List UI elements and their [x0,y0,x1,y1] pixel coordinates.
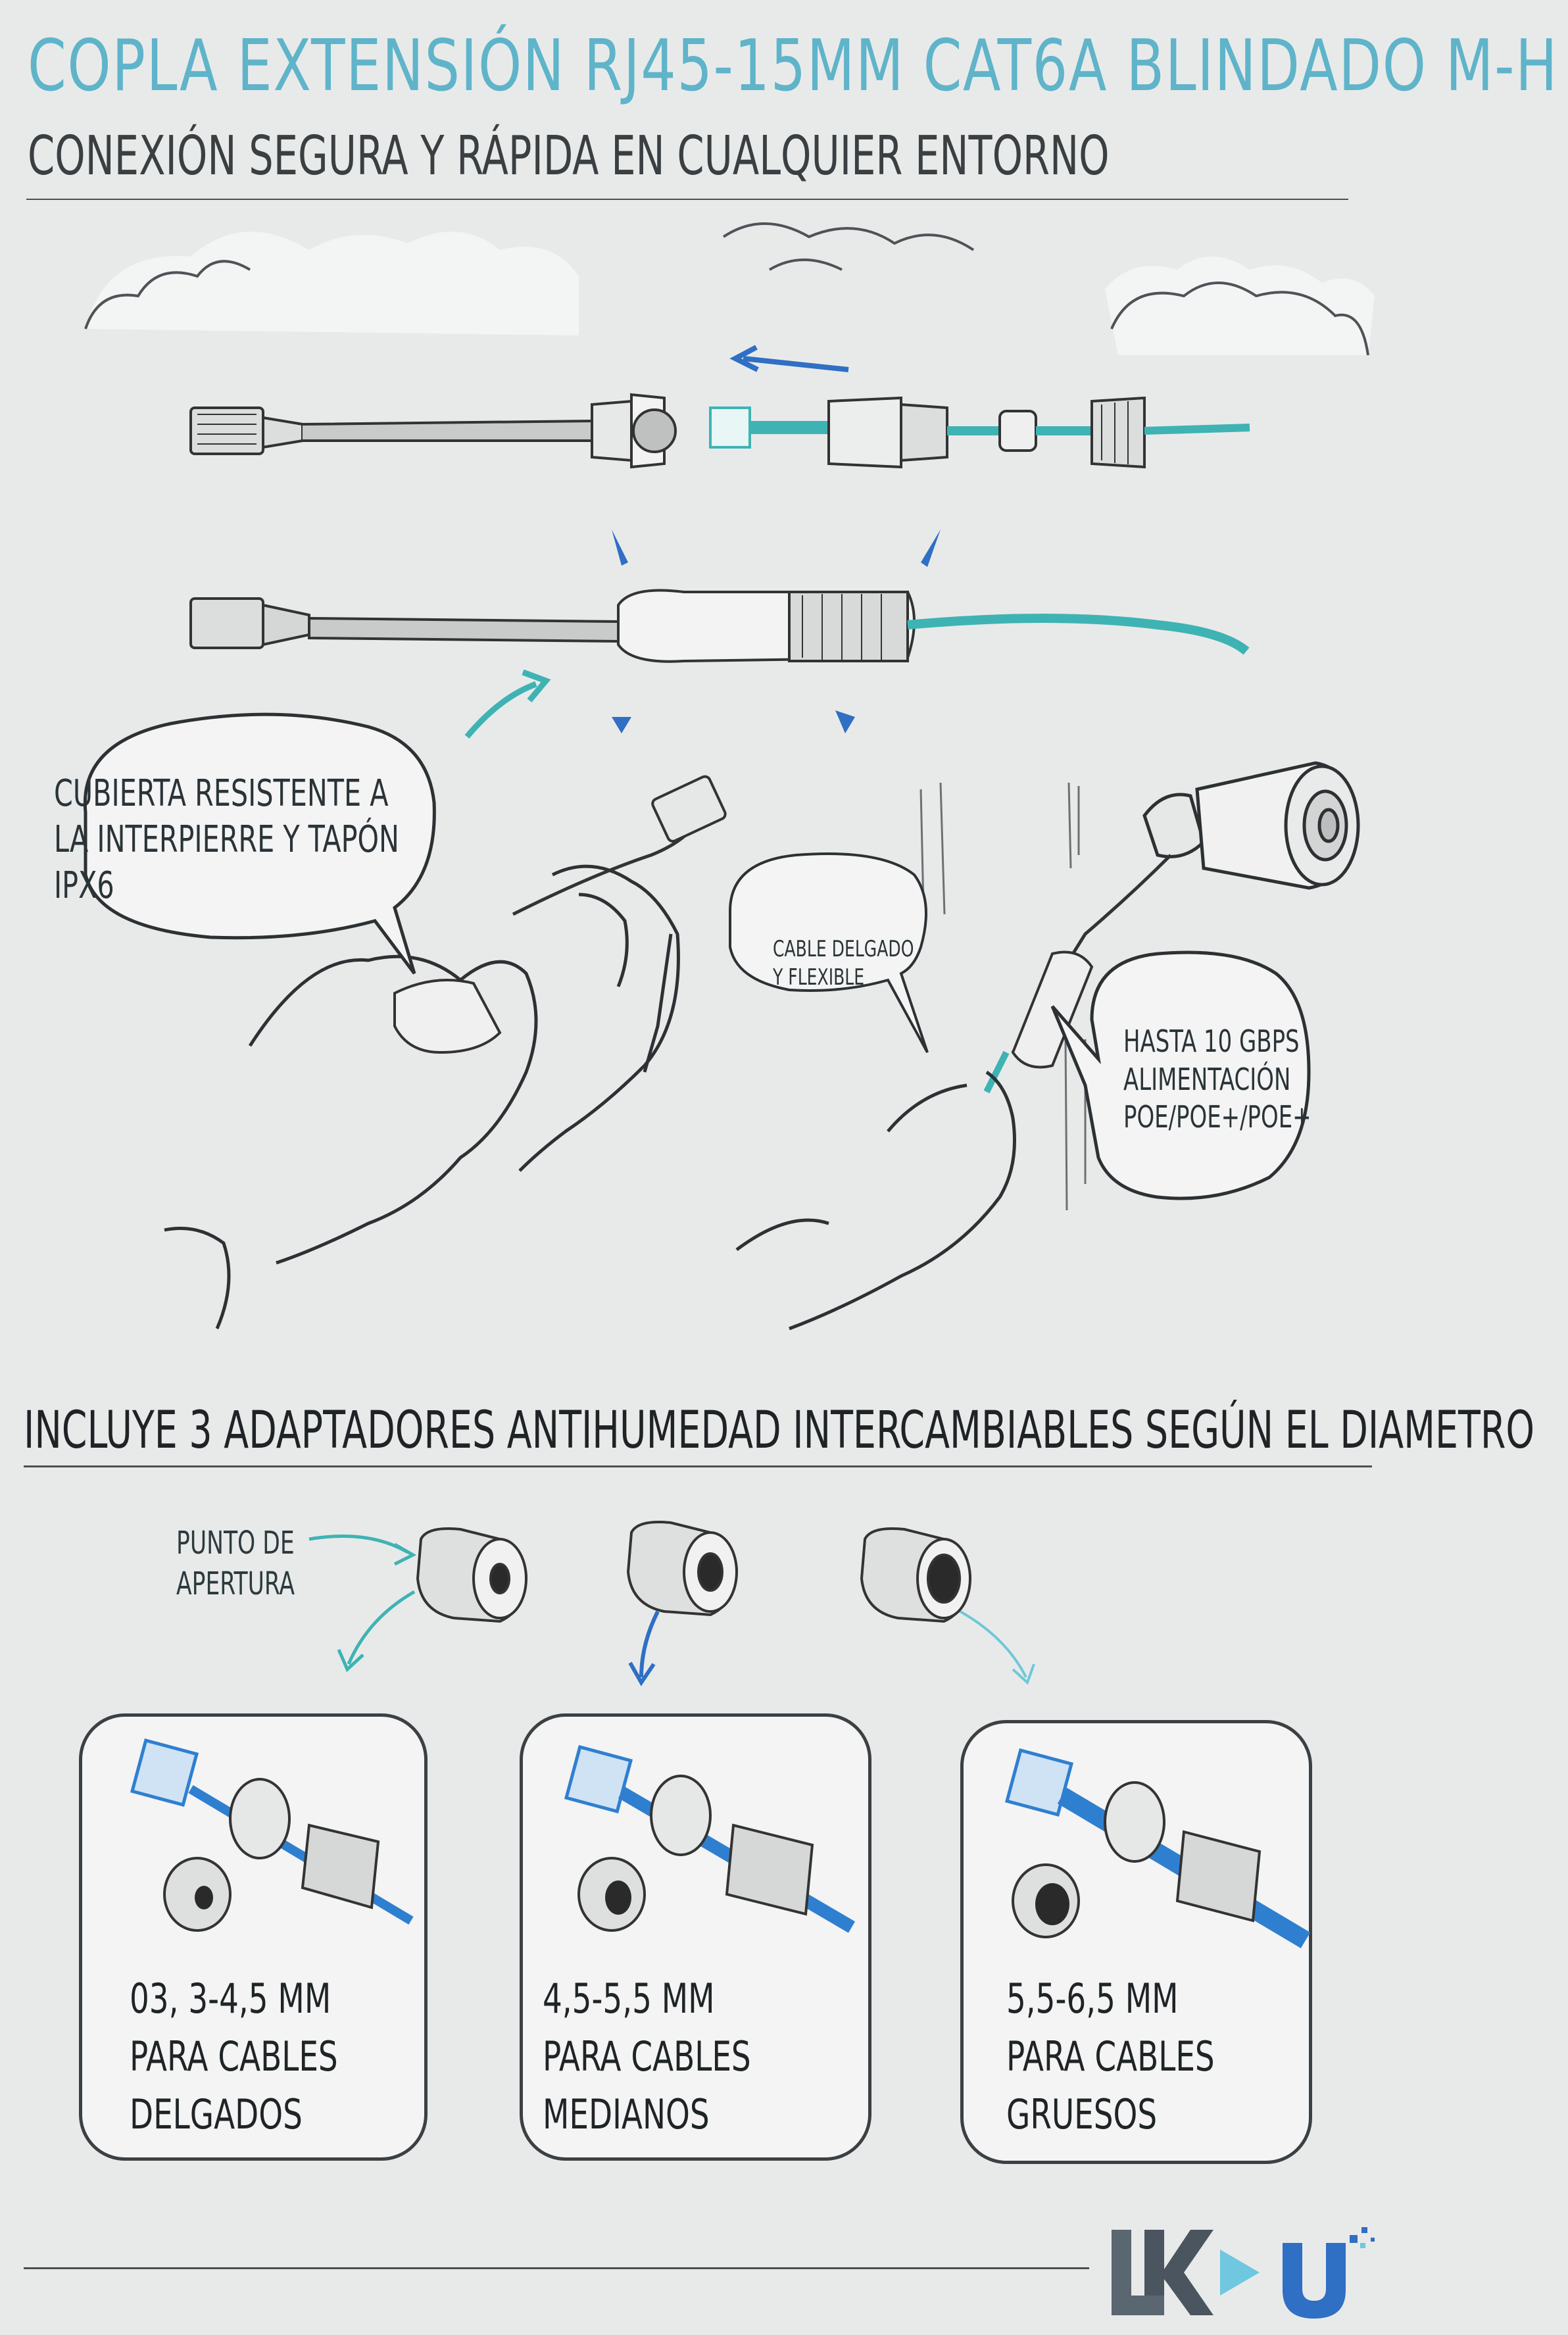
callout-cover-text: CUBIERTA RESISTENTE A LA INTERPIERRE Y T… [54,772,399,907]
arrow-to-card-2-icon [639,1610,660,1678]
pointer-arrow-icon [308,1535,409,1554]
adapter-card-thin-illustration [130,1738,414,1932]
callout-bubble-cover [83,712,436,975]
spark-decoration [612,529,941,733]
adapter-card-thin-text: 03, 3-4,5 MM PARA CABLES DELGADOS [130,1975,338,2139]
rj45-plug-left [189,393,677,469]
opening-point-label: PUNTO DE APERTURA [176,1525,295,1603]
adapters-illustration [308,1521,1035,1686]
callout-bubble-speed [1050,950,1311,1200]
arrow-to-card-1-icon [347,1590,416,1665]
adapter-card-thick-text: 5,5-6,5 MM PARA CABLES GRUESOS [1006,1975,1215,2139]
assembly-illustration [83,222,1375,1331]
callout-cable-text: CABLE DELGADO Y FLEXIBLE [773,936,914,991]
assembled-coupler [189,589,1250,663]
rj45-plug-hand [651,775,727,843]
flow-arrow-icon [464,681,537,739]
cloud-decoration [84,222,1375,356]
adapters-divider [24,1465,1372,1467]
exploded-parts [709,396,1250,469]
adapters-heading: INCLUYE 3 ADAPTADORES ANTIHUMEDAD INTERC… [24,1401,1535,1460]
adapter-medium [626,1521,739,1617]
callout-speed-text: HASTA 10 GBPS ALIMENTACIÓN POE/POE+/POE+ [1123,1023,1311,1135]
camera-illustration [1142,761,1360,890]
hands-illustration [164,864,680,1329]
page-title: COPLA EXTENSIÓN RJ45-15MM CAT6A BLINDADO… [28,25,1559,107]
adapter-small [416,1527,528,1623]
adapter-card-medium-illustration [564,1744,856,1933]
footer-divider [24,2267,1089,2269]
arrow-to-card-3-icon [960,1610,1027,1678]
brand-logo-icon [1112,2227,1375,2319]
adapter-card-medium-text: 4,5-5,5 MM PARA CABLES MEDIANOS [543,1975,751,2139]
adapter-card-thick: 5,5-6,5 MM PARA CABLES GRUESOS [960,1720,1312,2164]
header-divider [26,199,1348,200]
hand-right-illustration [735,1070,1016,1331]
sketch-hatching [919,782,1087,1211]
callout-bubble-cable [729,852,929,1053]
direction-arrow-icon [743,356,849,372]
adapter-card-medium: 4,5-5,5 MM PARA CABLES MEDIANOS [520,1713,871,2161]
adapter-card-thin: 03, 3-4,5 MM PARA CABLES DELGADOS [79,1713,428,2161]
adapter-large [860,1527,972,1623]
adapter-card-thick-illustration [1004,1748,1311,1949]
page-subtitle: CONEXIÓN SEGURA Y RÁPIDA EN CUALQUIER EN… [28,125,1110,187]
